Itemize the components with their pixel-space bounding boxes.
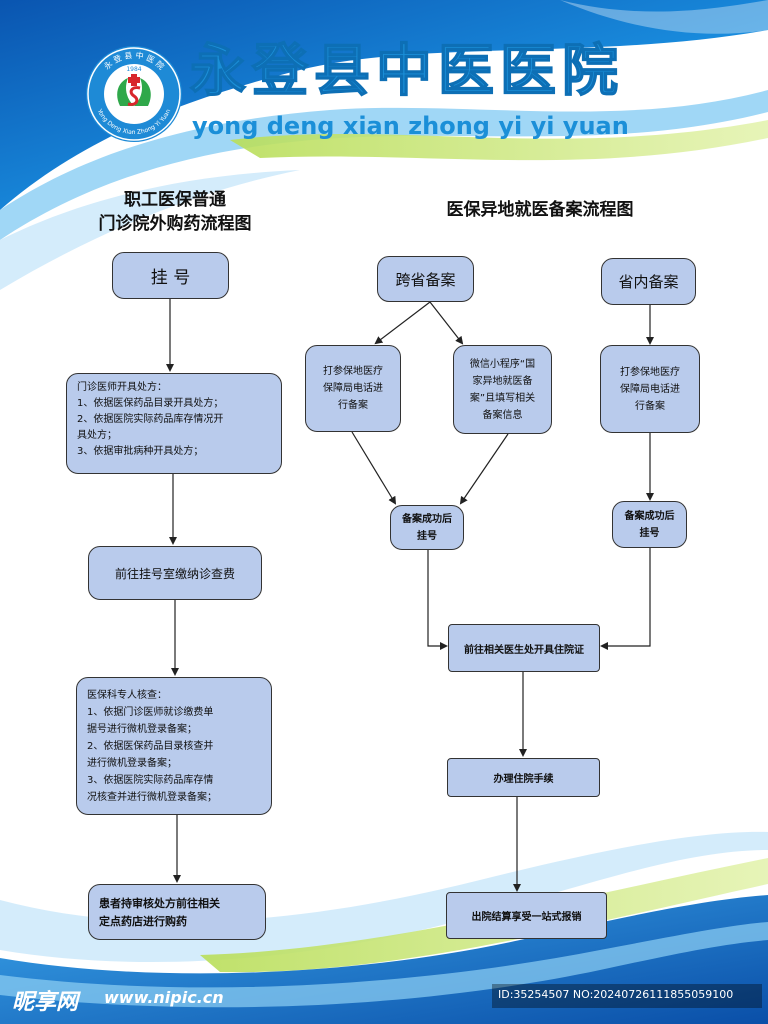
logo-year: 1984 (126, 66, 142, 73)
step-pay-fee: 前往挂号室缴纳诊查费 (88, 546, 262, 600)
wechat-line: 案”且填写相关 (469, 392, 536, 404)
wechat-line: 家异地就医备 (472, 375, 533, 387)
buy-medicine-line: 定点药店进行购药 (99, 915, 187, 928)
call-line: 行备案 (338, 400, 368, 411)
call-line: 保障局电话进 (620, 383, 680, 395)
step-insurance-review: 医保科专人核查： 1、依据门诊医师就诊缴费单 据号进行微机登录备案； 2、依据医… (76, 677, 272, 815)
hospital-admission-certificate: 前往相关医生处开具住院证 (448, 624, 600, 672)
review-line: 3、依据医院实际药品库存情 (87, 775, 214, 786)
hospital-name-chinese: 永登县中医医院 (189, 39, 624, 105)
call-line: 打参保地医疗 (620, 366, 680, 378)
register-line: 备案成功后 (624, 510, 675, 522)
register-line: 挂号 (639, 527, 660, 539)
call-line: 行备案 (635, 400, 665, 412)
watermark-url: www.nipic.cn (104, 988, 224, 1007)
review-line: 1、依据门诊医师就诊缴费单 (87, 707, 214, 718)
wechat-line: 备案信息 (482, 409, 523, 421)
prescription-line: 2、依据医院实际药品库存情况开 (77, 414, 224, 425)
call-insurance-bureau-cross: 打参保地医疗 保障局电话进 行备案 (305, 345, 401, 432)
admission-procedures: 办理住院手续 (447, 758, 600, 797)
prescription-line: 具处方； (77, 430, 117, 441)
left-flow-title-line2: 门诊院外购药流程图 (98, 214, 252, 234)
left-flow-title: 职工医保普通 门诊院外购药流程图 (70, 188, 280, 236)
review-line: 医保科专人核查： (87, 690, 167, 701)
register-line: 备案成功后 (402, 513, 452, 525)
step-buy-medicine: 患者持审核处方前往相关 定点药店进行购药 (88, 884, 266, 940)
hospital-logo: 永 登 县 中 医 院 Yong Deng Xian Zhong Yi Yuan… (84, 44, 184, 144)
hospital-name-pinyin: yong deng xian zhong yi yi yuan (192, 112, 629, 140)
call-line: 保障局电话进 (323, 383, 383, 394)
review-line: 据号进行微机登录备案； (87, 724, 197, 735)
wechat-line: 微信小程序“国 (469, 358, 536, 370)
prescription-line: 门诊医师开具处方： (77, 382, 167, 393)
call-line: 打参保地医疗 (323, 366, 383, 377)
svg-text:Yong Deng Xian Zhong Yi Yuan: Yong Deng Xian Zhong Yi Yuan (95, 107, 172, 136)
left-flow-title-line1: 职工医保普通 (124, 190, 226, 210)
review-line: 进行微机登录备案； (87, 758, 177, 769)
step-prescription: 门诊医师开具处方： 1、依据医保药品目录开具处方； 2、依据医院实际药品库存情况… (66, 373, 282, 474)
register-after-filing-cross: 备案成功后 挂号 (390, 505, 464, 550)
logo-bottom-text: Yong Deng Xian Zhong Yi Yuan (95, 107, 172, 136)
right-flow-title: 医保异地就医备案流程图 (446, 200, 634, 220)
buy-medicine-line: 患者持审核处方前往相关 (99, 897, 220, 910)
review-line: 况核查并进行微机登录备案； (87, 792, 217, 803)
step-registration: 挂 号 (112, 252, 229, 299)
logo-emblem-icon (86, 46, 182, 142)
call-insurance-bureau-in: 打参保地医疗 保障局电话进 行备案 (600, 345, 700, 433)
wechat-miniprogram-filing: 微信小程序“国 家异地就医备 案”且填写相关 备案信息 (453, 345, 552, 434)
register-line: 挂号 (417, 530, 437, 542)
cross-province-filing: 跨省备案 (377, 256, 474, 302)
watermark-id: ID:35254507 NO:20240726111855059100 (498, 988, 734, 1001)
watermark-brand: 昵享网 (12, 990, 79, 1015)
register-after-filing-in: 备案成功后 挂号 (612, 501, 687, 548)
review-line: 2、依据医保药品目录核查并 (87, 741, 214, 752)
prescription-line: 3、依据审批病种开具处方； (77, 446, 204, 457)
in-province-filing: 省内备案 (601, 258, 696, 305)
discharge-settlement: 出院结算享受一站式报销 (446, 892, 607, 939)
prescription-line: 1、依据医保药品目录开具处方； (77, 398, 224, 409)
